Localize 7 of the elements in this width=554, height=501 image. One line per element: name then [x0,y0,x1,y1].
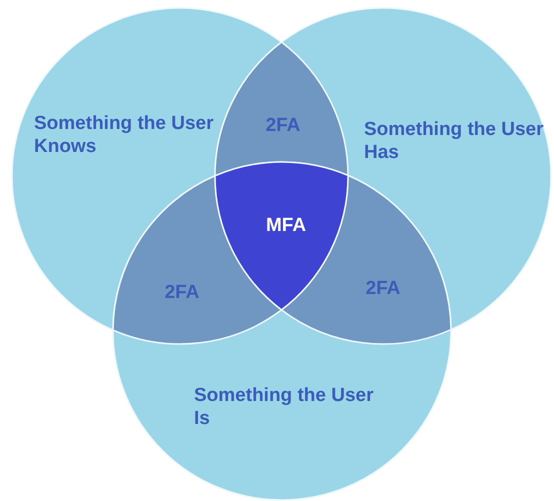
circle-label: Something the User Is [194,384,374,430]
region-label: 2FA [164,281,200,304]
circle-label: Something the User Has [364,118,544,164]
region-label: MFA [264,214,308,237]
region-label: 2FA [364,277,402,300]
circle-label: Something the User Knows [34,112,214,158]
region-label: 2FA [264,114,302,137]
